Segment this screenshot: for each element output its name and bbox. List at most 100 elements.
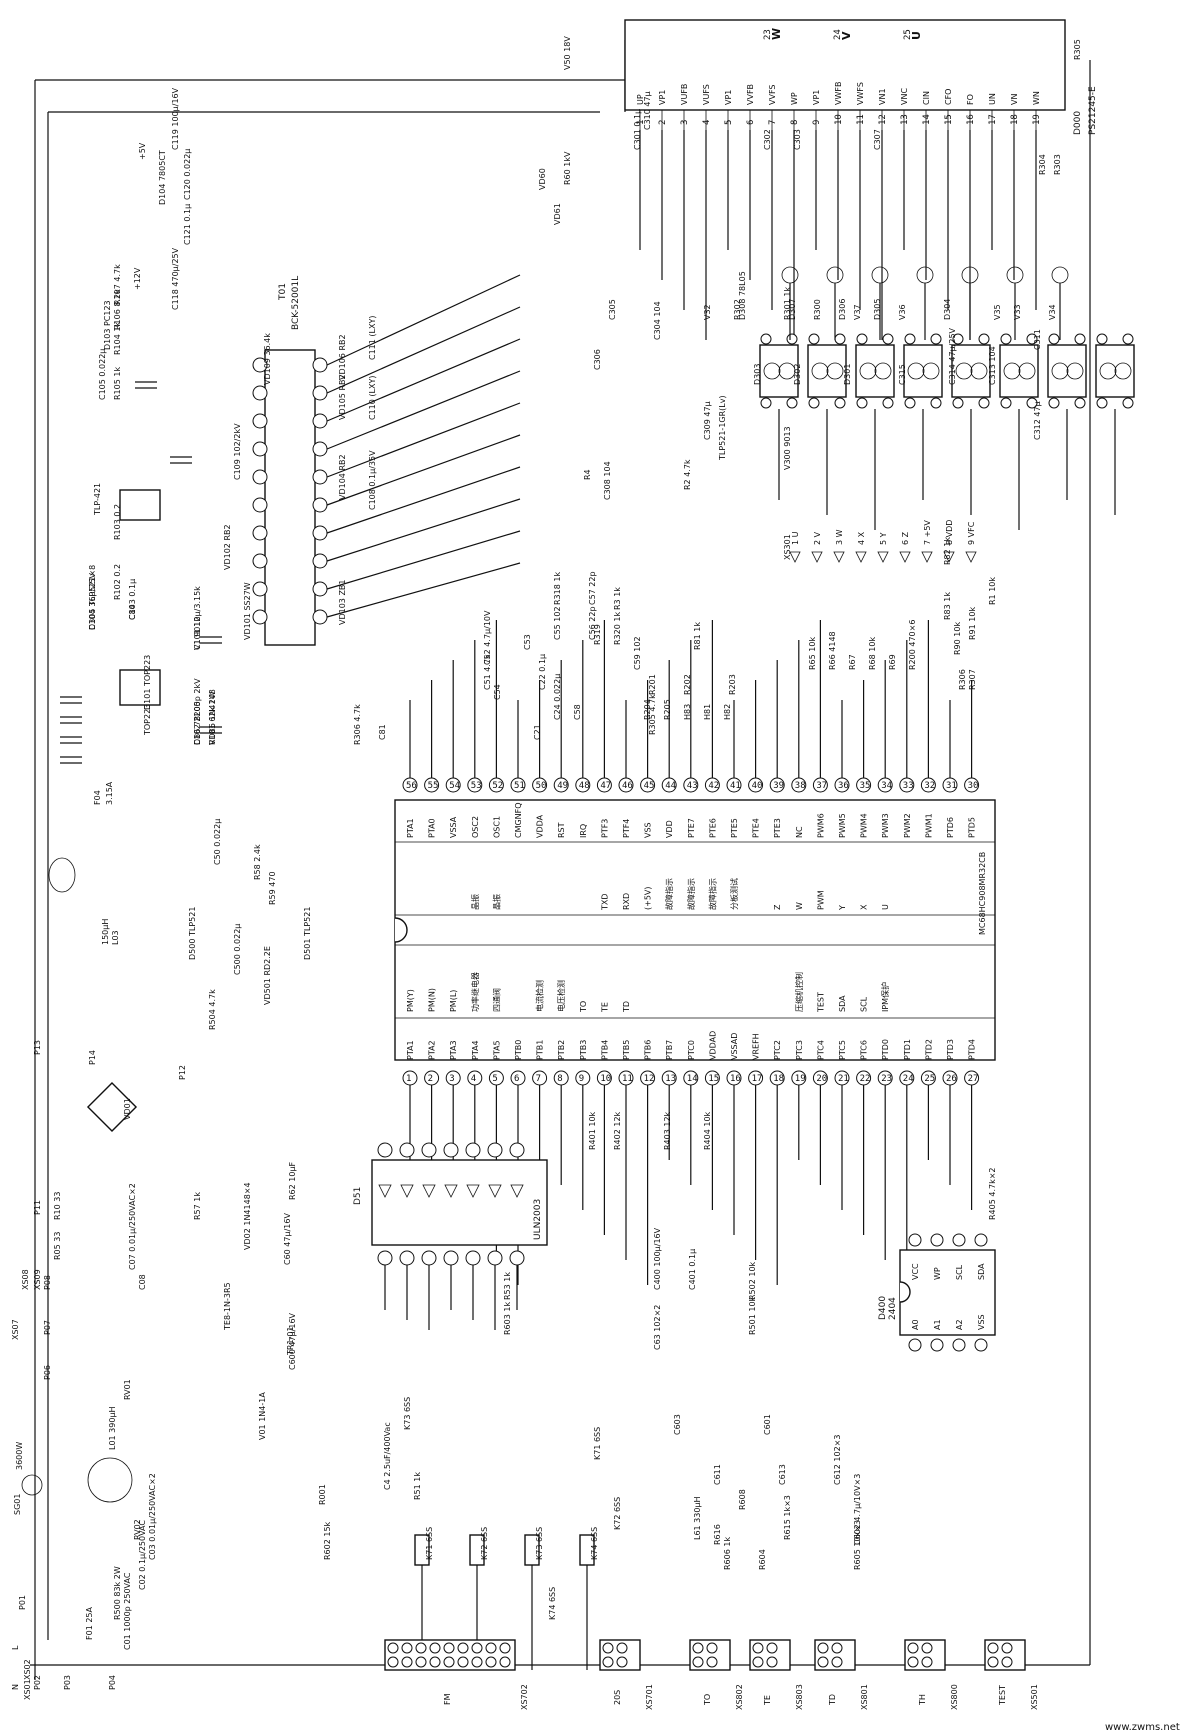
component-label: R402 12k	[613, 1111, 622, 1150]
xs301-pin-label: 4 X	[857, 531, 866, 545]
transformer-pin-left	[252, 497, 268, 513]
ipm-pin-number: 8	[790, 120, 800, 125]
driver-transistor	[826, 266, 844, 284]
component-label: R60 1kV	[563, 151, 572, 185]
left-label: XS09	[33, 1269, 42, 1290]
secondary-wire	[326, 466, 521, 534]
component-label: C120 0.022μ	[183, 149, 192, 200]
component-label: RV01	[123, 1379, 132, 1400]
component-label: C307	[873, 129, 882, 150]
mcu-top-function: U	[881, 904, 890, 910]
secondary-wire	[326, 434, 521, 506]
connector-pin	[766, 1656, 778, 1668]
mcu-top-pin-number: 38	[795, 781, 806, 791]
connector-pin	[921, 1656, 933, 1668]
component-label: C310 47μ	[643, 91, 652, 130]
component-label: C110 (LXY)	[368, 376, 377, 420]
ipm-pin-number: 14	[922, 114, 932, 125]
ipm-pin-label: VP1	[658, 90, 667, 105]
connector-pin	[752, 1656, 764, 1668]
mcu-top-pin-label: VDD	[665, 820, 674, 838]
transformer-pin-right	[312, 357, 328, 373]
component-label: V01 1N4-1A	[258, 1392, 267, 1440]
component-label: D306	[838, 299, 847, 320]
opto-pin	[882, 397, 894, 409]
mcu-top-pin-number: 44	[665, 781, 676, 791]
component-label: C59 102	[633, 636, 642, 670]
ipm-pin-label: VP1	[724, 90, 733, 105]
mcu-top-pin-number: 45	[644, 781, 655, 791]
ipm-pin-number: 15	[944, 114, 954, 125]
component-label: C24 0.022μ	[553, 674, 562, 720]
uln-output-pin	[399, 1250, 415, 1266]
component-label: V300 9013	[783, 426, 792, 470]
opto-pin	[1026, 397, 1038, 409]
component-label: C602 4.7μ/10V×3	[853, 1474, 862, 1545]
component-label: R102 0.2	[113, 564, 122, 600]
mcu-top-pin-label: PWM6	[816, 813, 825, 838]
component-label: R302	[733, 299, 742, 320]
ipm-pin-label: CFO	[944, 89, 953, 105]
opto-transistor	[970, 362, 988, 380]
component-label: C56 22p	[588, 606, 597, 640]
component-label: VD501 RD2.2E	[263, 946, 272, 1005]
mcu-top-pin-number: 42	[708, 781, 719, 791]
connector-name: TE	[763, 1695, 772, 1706]
xs301-pin-label: 2 V	[813, 531, 822, 545]
mcu-top-pin-label: PTE7	[687, 818, 696, 838]
component-label: C07 0.01μ/250VAC×2	[128, 1183, 137, 1270]
ipm-pin-label: VUFS	[702, 84, 711, 105]
component-label: R615 1k×3	[783, 1495, 792, 1540]
component-label: C301 0.1μ	[633, 109, 642, 150]
component-label: R602 15k	[323, 1521, 332, 1560]
component-label: D104 7805CT	[158, 150, 167, 205]
component-label: R403 12k	[663, 1111, 672, 1150]
xs301-pin-label: 8 VDD	[945, 520, 954, 545]
component-label: R606 1k	[723, 1537, 732, 1570]
transformer-pin-right	[312, 441, 328, 457]
ipm-pin-number: 7	[768, 120, 778, 125]
ipm-pin-number: 1	[636, 120, 646, 125]
mcu-top-function: 分板测试	[729, 878, 739, 910]
xs301-pin	[921, 551, 933, 563]
driver-transistor	[871, 266, 889, 284]
opto-pin	[952, 397, 964, 409]
optocoupler-type: TLP521-1GR(Lv)	[718, 395, 727, 461]
component-label: R202	[683, 674, 692, 695]
left-label: XS08	[21, 1269, 30, 1290]
mcu-bottom-pin-label: PTA3	[449, 1040, 458, 1060]
opto-led	[1051, 362, 1069, 380]
connector-pin	[692, 1656, 704, 1668]
mcu-top-pin-number: 47	[600, 781, 611, 791]
component-label: D302	[793, 364, 802, 385]
transformer-pin-right	[312, 497, 328, 513]
component-label: R001	[318, 1484, 327, 1505]
power-node-label: +12V	[133, 267, 142, 290]
transformer-pin-left	[252, 441, 268, 457]
component-label: L01 390μH	[108, 1406, 117, 1450]
component-label: C305	[608, 299, 617, 320]
opto-transistor	[1066, 362, 1084, 380]
mcu-top-pin-number: 41	[730, 781, 741, 791]
mcu-top-function: 晶振	[491, 894, 501, 910]
mcu-top-pin-number: 49	[557, 781, 568, 791]
component-label: R1 10k	[988, 577, 997, 605]
transformer-pin-left	[252, 385, 268, 401]
opto-pin	[978, 333, 990, 345]
mcu-bottom-pin-number: 12	[644, 1074, 655, 1084]
opto-led	[1099, 362, 1117, 380]
power-node-label: P04	[108, 1675, 117, 1690]
component-label: R66 4148	[828, 631, 837, 670]
opto-pin	[978, 397, 990, 409]
component-label: R303	[1053, 154, 1062, 175]
opto-led	[1003, 362, 1021, 380]
mcu-top-function: Z	[773, 904, 782, 910]
ipm-pin-number: 5	[724, 120, 734, 125]
opto-pin	[952, 333, 964, 345]
eeprom-pin-label: A1	[933, 1319, 942, 1330]
uln-output-pin	[509, 1250, 525, 1266]
component-label: R306	[958, 669, 967, 690]
connector-pin	[387, 1656, 399, 1668]
